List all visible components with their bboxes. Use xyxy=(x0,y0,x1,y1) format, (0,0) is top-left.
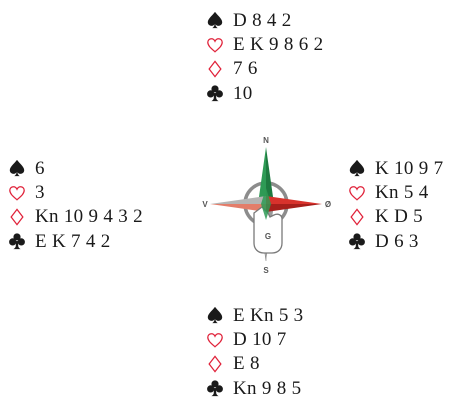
compass-north-point-left xyxy=(258,147,266,204)
compass-north-point-right xyxy=(266,147,274,204)
diamond-icon xyxy=(6,208,28,226)
north-clubs-cards: 10 xyxy=(233,82,253,104)
south-hearts-cards: D 10 7 xyxy=(233,329,287,351)
suit-row-hearts: Kn 5 4 xyxy=(346,180,443,204)
spade-icon xyxy=(204,306,226,324)
spade-icon xyxy=(204,11,226,29)
hand-east: K 10 9 7 Kn 5 4 K D 5 D 6 3 xyxy=(346,156,443,254)
compass-hand-outline xyxy=(253,206,283,254)
club-icon xyxy=(6,232,28,250)
north-diamonds-cards: 7 6 xyxy=(233,58,258,80)
diamond-icon xyxy=(204,60,226,78)
spade-icon xyxy=(6,159,28,177)
heart-icon xyxy=(6,184,28,202)
suit-row-diamonds: Kn 10 9 4 3 2 xyxy=(6,205,143,229)
club-icon xyxy=(346,232,368,250)
diamond-icon xyxy=(346,208,368,226)
compass-east-point-top xyxy=(266,196,322,204)
heart-icon xyxy=(346,184,368,202)
east-diamonds-cards: K D 5 xyxy=(375,206,423,228)
compass-label-south: S xyxy=(263,266,269,275)
south-diamonds-cards: E 8 xyxy=(233,353,260,375)
compass-west-point-bottom xyxy=(210,204,266,212)
west-diamonds-cards: Kn 10 9 4 3 2 xyxy=(35,206,143,228)
suit-row-clubs: 10 xyxy=(204,81,323,105)
club-icon xyxy=(204,379,226,397)
north-spades-cards: D 8 4 2 xyxy=(233,9,292,31)
compass-rose-icon: N S V Ø G xyxy=(202,136,331,275)
suit-row-hearts: 3 xyxy=(6,180,143,204)
heart-icon xyxy=(204,36,226,54)
suit-row-spades: 6 xyxy=(6,156,143,180)
hand-west: 6 3 Kn 10 9 4 3 2 E K 7 4 2 xyxy=(6,156,143,254)
suit-row-hearts: D 10 7 xyxy=(204,327,303,351)
east-hearts-cards: Kn 5 4 xyxy=(375,182,429,204)
east-clubs-cards: D 6 3 xyxy=(375,230,419,252)
east-spades-cards: K 10 9 7 xyxy=(375,157,444,179)
compass-label-west: V xyxy=(202,200,208,209)
south-spades-cards: E Kn 5 3 xyxy=(233,304,304,326)
suit-row-diamonds: E 8 xyxy=(204,352,303,376)
suit-row-spades: E Kn 5 3 xyxy=(204,303,303,327)
diamond-icon xyxy=(204,355,226,373)
spade-icon xyxy=(346,159,368,177)
suit-row-spades: K 10 9 7 xyxy=(346,156,443,180)
north-hearts-cards: E K 9 8 6 2 xyxy=(233,34,324,56)
heart-icon xyxy=(204,331,226,349)
compass-label-east: Ø xyxy=(325,200,331,209)
suit-row-hearts: E K 9 8 6 2 xyxy=(204,32,323,56)
compass-label-center: G xyxy=(265,232,271,241)
suit-row-spades: D 8 4 2 xyxy=(204,8,323,32)
suit-row-diamonds: 7 6 xyxy=(204,57,323,81)
club-icon xyxy=(204,84,226,102)
west-clubs-cards: E K 7 4 2 xyxy=(35,230,111,252)
suit-row-clubs: E K 7 4 2 xyxy=(6,229,143,253)
west-hearts-cards: 3 xyxy=(35,182,45,204)
south-clubs-cards: Kn 9 8 5 xyxy=(233,377,302,399)
suit-row-diamonds: K D 5 xyxy=(346,205,443,229)
compass-label-north: N xyxy=(263,136,269,145)
suit-row-clubs: D 6 3 xyxy=(346,229,443,253)
compass-west-point-top xyxy=(210,196,266,204)
suit-row-clubs: Kn 9 8 5 xyxy=(204,376,303,400)
hand-south: E Kn 5 3 D 10 7 E 8 Kn 9 8 5 xyxy=(204,303,303,401)
compass-center-needle xyxy=(261,188,271,220)
compass-east-point-bottom xyxy=(266,204,322,212)
hand-north: D 8 4 2 E K 9 8 6 2 7 6 10 xyxy=(204,8,323,106)
west-spades-cards: 6 xyxy=(35,157,45,179)
